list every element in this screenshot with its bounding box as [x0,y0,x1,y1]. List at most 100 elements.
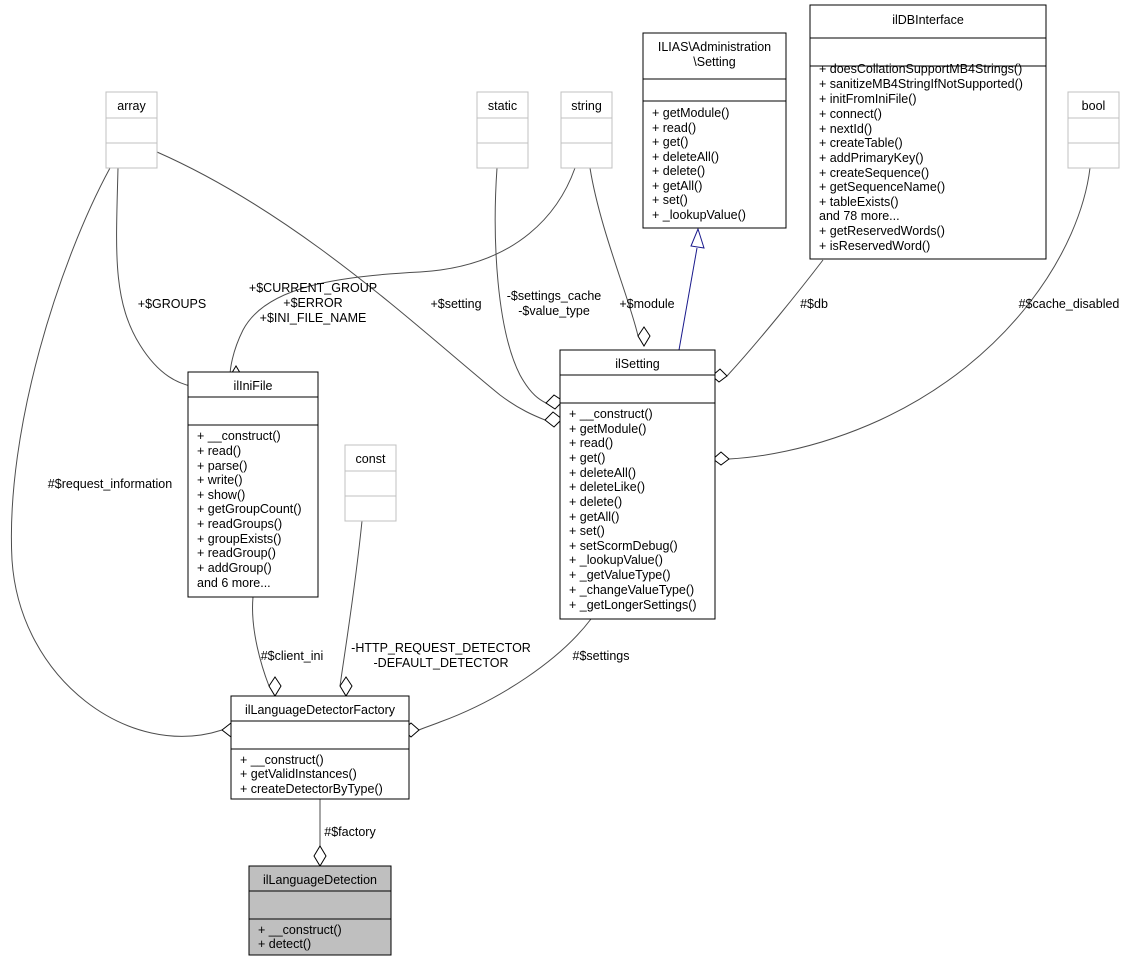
type-node-static: static [476,91,529,169]
class-node-iliinifile[interactable]: ilIniFile + __construct() + read() + par… [187,371,319,598]
edge-ildbinterface-ilsetting-db [726,259,824,377]
edge-label-request-information: #$request_information [48,477,172,491]
method-item: + getValidInstances() [240,767,357,781]
edge-array-ilsetting-cache [156,151,546,421]
method-item: + _lookupValue() [652,208,746,222]
class-node-illanguagedetection[interactable]: ilLanguageDetection + __construct() + de… [248,865,392,956]
edge-array-langfactory-request [10,167,223,737]
method-item: + getModule() [569,422,646,436]
method-item: + createSequence() [819,166,929,180]
class-node-layer: ilDBInterface + doesCollationSupportMB4S… [187,4,1047,956]
aggregation-diamond-settings-cache [544,411,563,428]
method-item: + createTable() [819,136,903,150]
class-node-ilsetting[interactable]: ilSetting + __construct() + getModule() … [559,349,716,620]
method-item: + delete() [652,164,705,178]
edge-label-settings-cache-l2: -$value_type [518,304,590,318]
method-item: + _getValueType() [569,568,671,582]
class-title-illanguagedetectorfactory: ilLanguageDetectorFactory [245,703,396,717]
method-item: + tableExists() [819,195,899,209]
method-item: + createDetectorByType() [240,782,383,796]
edge-label-detector-consts-l2: -DEFAULT_DETECTOR [374,656,509,670]
method-item: + __construct() [258,923,342,937]
method-item: + deleteLike() [569,480,645,494]
edge-ilsetting-langfactory-settings [418,618,592,731]
type-node-string: string [560,91,613,169]
method-item: + _lookupValue() [569,553,663,567]
edge-label-layer: +$GROUPS +$CURRENT_GROUP +$ERROR +$INI_F… [48,281,1120,839]
edge-label-client-ini: #$client_ini [261,649,324,663]
method-item: + readGroup() [197,546,276,560]
edge-label-db: #$db [800,297,828,311]
method-item: + addGroup() [197,561,272,575]
edge-label-cache-disabled: #$cache_disabled [1019,297,1120,311]
type-node-const: const [344,444,397,522]
type-node-const-label: const [356,452,386,466]
method-item: + connect() [819,107,882,121]
method-item: + get() [569,451,605,465]
method-item: and 6 more... [197,576,271,590]
class-node-ilias-administration-setting[interactable]: ILIAS\Administration \Setting + getModul… [642,32,787,229]
aggregation-diamond-factory [313,845,327,867]
aggregation-diamond-client-ini [268,676,282,697]
edge-label-current-group-l2: +$ERROR [283,296,342,310]
method-item: + getReservedWords() [819,224,945,238]
method-item: + deleteAll() [569,466,636,480]
edge-label-settings: #$settings [573,649,630,663]
edge-bool-ilsetting-cachedisabled [728,167,1091,460]
method-item: + getSequenceName() [819,180,945,194]
method-item: + write() [197,473,243,487]
edge-string-ilsetting-module [589,167,639,337]
method-item: + read() [197,444,241,458]
method-item: + getGroupCount() [197,502,302,516]
class-title-ilias-administration-setting-line1: ILIAS\Administration [658,40,771,54]
method-item: + _changeValueType() [569,583,694,597]
method-item: + getAll() [569,510,619,524]
edge-label-detector-consts-l1: -HTTP_REQUEST_DETECTOR [351,641,531,655]
edge-label-setting: +$setting [430,297,481,311]
method-item: + parse() [197,459,247,473]
class-title-illanguagedetection: ilLanguageDetection [263,873,377,887]
class-title-ilsetting: ilSetting [615,357,660,371]
edge-label-groups: +$GROUPS [138,297,206,311]
edge-label-current-group-l3: +$INI_FILE_NAME [260,311,367,325]
method-item: + show() [197,488,245,502]
inheritance-arrowhead [690,227,705,249]
edge-const-langfactory-consts [339,520,363,687]
class-title-ildbinterface: ilDBInterface [892,13,964,27]
edge-static-ilsetting-setting [494,167,547,404]
method-item: + doesCollationSupportMB4Strings() [819,62,1022,76]
edge-label-current-group-l1: +$CURRENT_GROUP [249,281,377,295]
edge-label-factory: #$factory [324,825,376,839]
method-item: + read() [569,436,613,450]
type-node-static-label: static [488,99,517,113]
method-item: + readGroups() [197,517,282,531]
method-item: + getAll() [652,179,702,193]
method-item: + __construct() [240,753,324,767]
method-item: + get() [652,135,688,149]
type-node-array: array [105,91,158,169]
type-node-bool-label: bool [1082,99,1106,113]
edge-label-module: +$module [619,297,674,311]
method-item: + addPrimaryKey() [819,151,924,165]
type-node-bool: bool [1067,91,1120,169]
method-item: + getModule() [652,106,729,120]
method-item: + initFromIniFile() [819,92,917,106]
class-title-ilias-administration-setting-line2: \Setting [693,55,735,69]
edge-label-settings-cache-l1: -$settings_cache [507,289,602,303]
method-item: and 78 more... [819,209,900,223]
class-node-illanguagedetectorfactory[interactable]: ilLanguageDetectorFactory + __construct(… [230,695,410,800]
method-item: + read() [652,121,696,135]
method-item: + sanitizeMB4StringIfNotSupported() [819,77,1023,91]
method-item: + setScormDebug() [569,539,678,553]
method-item: + groupExists() [197,532,281,546]
type-node-string-label: string [571,99,602,113]
method-item: + deleteAll() [652,150,719,164]
aggregation-diamond-detector-consts [339,676,353,697]
type-node-array-label: array [117,99,146,113]
class-node-ildbinterface[interactable]: ilDBInterface + doesCollationSupportMB4S… [809,4,1047,260]
edge-string-iliinifile-consts [229,167,576,377]
edge-iliinifile-langfactory-clientini [252,596,270,687]
method-item: + nextId() [819,122,872,136]
